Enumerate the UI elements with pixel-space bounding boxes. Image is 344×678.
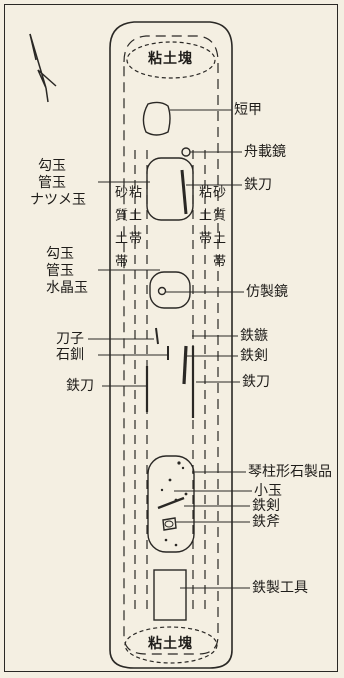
label-left-sekisen: 石釧 (56, 347, 84, 363)
clay-top-label: 粘土塊 (148, 51, 193, 67)
label-left-g1-1: 勾玉 (38, 158, 66, 174)
mirror-small-shape (181, 147, 191, 157)
band-lines (134, 150, 206, 610)
leader-lines (88, 109, 252, 589)
label-tekken-sword2: 鉄剣 (252, 498, 280, 514)
bead-marks (160, 461, 188, 547)
label-left-g2-3: 水晶玉 (46, 280, 88, 296)
label-left-g1-2: 管玉 (38, 175, 66, 191)
label-left-tekken3: 鉄刀 (66, 378, 94, 394)
label-tekken2: 鉄刀 (242, 374, 270, 390)
armor-shape (142, 101, 171, 136)
axe-inner-shape (164, 520, 174, 528)
label-tetsusei: 鉄製工具 (252, 580, 308, 596)
label-left-g2-2: 管玉 (46, 263, 74, 279)
tools-rect-shape (153, 569, 187, 621)
label-tetsuzoku: 鉄鏃 (240, 328, 268, 344)
mirror-oval-shape (149, 271, 191, 309)
band-left-outer-label: 砂質土帯 (112, 185, 127, 277)
inner-dashed-outline (123, 35, 219, 655)
axe-shape (162, 517, 177, 531)
label-left-g1-3: ナツメ玉 (30, 192, 86, 208)
label-bosei: 仿製鏡 (246, 284, 288, 300)
north-arrow-icon (29, 33, 57, 103)
label-funakami: 舟載鏡 (244, 144, 286, 160)
knife-shape (155, 327, 159, 345)
band-right-outer-label: 砂質土帯 (210, 185, 225, 277)
figure-border (4, 4, 338, 672)
label-tekken1: 鉄刀 (244, 177, 272, 193)
band-right-inner-label: 粘土帯 (196, 185, 211, 254)
sword-lower-shape (157, 496, 185, 510)
iron-sword-mid-shape (182, 345, 188, 385)
clay-lump-bottom-shape (124, 626, 218, 664)
label-tekken-sword1: 鉄剣 (240, 348, 268, 364)
label-tanko: 短甲 (234, 102, 262, 118)
label-tetsufu: 鉄斧 (252, 514, 280, 530)
label-left-tosu: 刀子 (56, 331, 84, 347)
upper-oval-shape (146, 157, 194, 221)
lower-oval-shape (147, 455, 195, 553)
mirror-center-shape (157, 286, 167, 296)
sword-upper-shape (180, 169, 188, 215)
label-kodama: 小玉 (254, 483, 282, 499)
outer-coffin-outline (109, 21, 233, 669)
label-kotoji: 琴柱形石製品 (248, 464, 332, 480)
clay-bottom-label: 粘土塊 (148, 636, 193, 652)
clay-lump-top-shape (126, 41, 216, 79)
label-left-g2-1: 勾玉 (46, 246, 74, 262)
band-left-inner-label: 粘土帯 (126, 185, 141, 254)
